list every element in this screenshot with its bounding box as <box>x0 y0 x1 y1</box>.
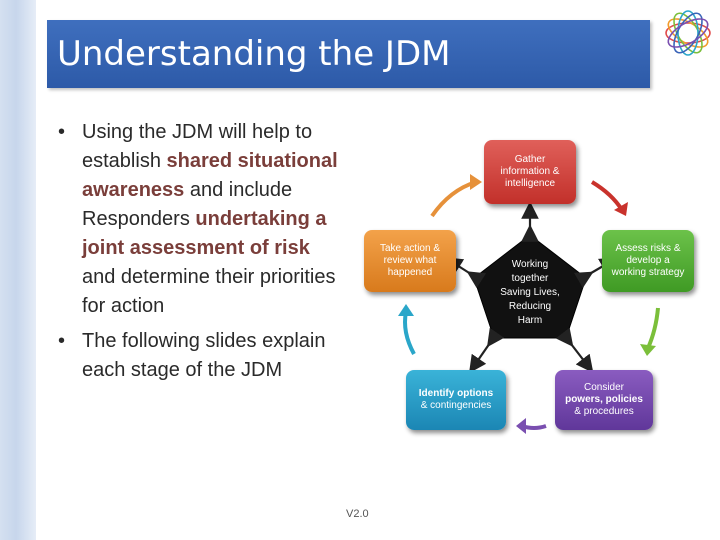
assess-line-3: working strategy <box>611 267 685 278</box>
center-line-3: Saving Lives, <box>500 287 560 298</box>
cycle-arrowhead-green <box>640 344 656 356</box>
bullet-dot: • <box>58 330 66 352</box>
bullet-1-highlight-b: undertaking a joint assessment of risk <box>82 208 327 259</box>
bullet-item-1: • Using the JDM will help to establish s… <box>56 118 346 321</box>
take-action-box: Take action & review what happened <box>364 230 456 292</box>
consider-line-2: powers, policies <box>565 394 643 405</box>
link-consider <box>555 327 594 373</box>
cycle-arrowhead-blue <box>398 304 414 316</box>
cycle-arrow-blue <box>403 311 416 355</box>
center-line-2: together <box>511 273 549 284</box>
bullet-dot: • <box>58 121 66 143</box>
slide-title: Understanding the JDM <box>57 34 451 74</box>
gather-line-3: intelligence <box>504 178 556 189</box>
center-line-5: Harm <box>517 315 543 326</box>
cycle-arrow-red <box>590 180 624 212</box>
cycle-arrow-orange <box>430 180 477 218</box>
left-decorative-stripe <box>0 0 36 540</box>
bullet-1-highlight-a: shared situational awareness <box>82 150 338 201</box>
bullet-list: • Using the JDM will help to establish s… <box>56 118 346 391</box>
cycle-arrowhead-red <box>614 202 628 216</box>
cycle-arrow-green <box>646 307 660 349</box>
bullet-2-text: The following slides explain each stage … <box>82 330 326 381</box>
assess-line-1: Assess risks & <box>615 243 681 254</box>
consider-line-3: & procedures <box>574 406 634 417</box>
identify-line-2: & contingencies <box>420 400 492 411</box>
center-line-4: Reducing <box>508 301 552 312</box>
gather-line-2: information & <box>500 166 560 177</box>
bullet-item-2: • The following slides explain each stag… <box>56 327 346 385</box>
gather-line-1: Gather <box>514 154 546 165</box>
title-bar: Understanding the JDM <box>47 20 650 88</box>
cycle-arrowhead-orange <box>470 174 482 190</box>
version-label: V2.0 <box>346 508 369 520</box>
takeaction-line-2: review what <box>383 255 437 266</box>
bullet-1-text-a: Using the JDM will help to establish <box>82 121 313 172</box>
identify-options-box: Identify options & contingencies <box>406 370 506 430</box>
assess-line-2: develop a <box>626 255 670 266</box>
cycle-arrowhead-purple <box>516 418 526 434</box>
link-identify <box>468 327 505 374</box>
bullet-1-text-b: and include Responders <box>82 179 293 230</box>
consider-line-1: Consider <box>583 382 625 393</box>
assess-risks-box: Assess risks & develop a working strateg… <box>602 230 694 292</box>
bullet-1-text-c: and determine their priorities for actio… <box>82 266 336 317</box>
consider-powers-box: Consider powers, policies & procedures <box>555 370 653 430</box>
jdm-cycle-diagram: Gather information & intelligence Assess… <box>340 130 720 440</box>
identify-line-1: Identify options <box>418 388 494 399</box>
gather-information-box: Gather information & intelligence <box>484 140 576 204</box>
takeaction-line-3: happened <box>387 267 433 278</box>
interlaced-rings-logo-icon <box>665 10 711 56</box>
center-line-1: Working <box>511 259 549 270</box>
takeaction-line-1: Take action & <box>379 243 441 254</box>
center-pentagon-label: Working together Saving Lives, Reducing … <box>480 258 580 328</box>
